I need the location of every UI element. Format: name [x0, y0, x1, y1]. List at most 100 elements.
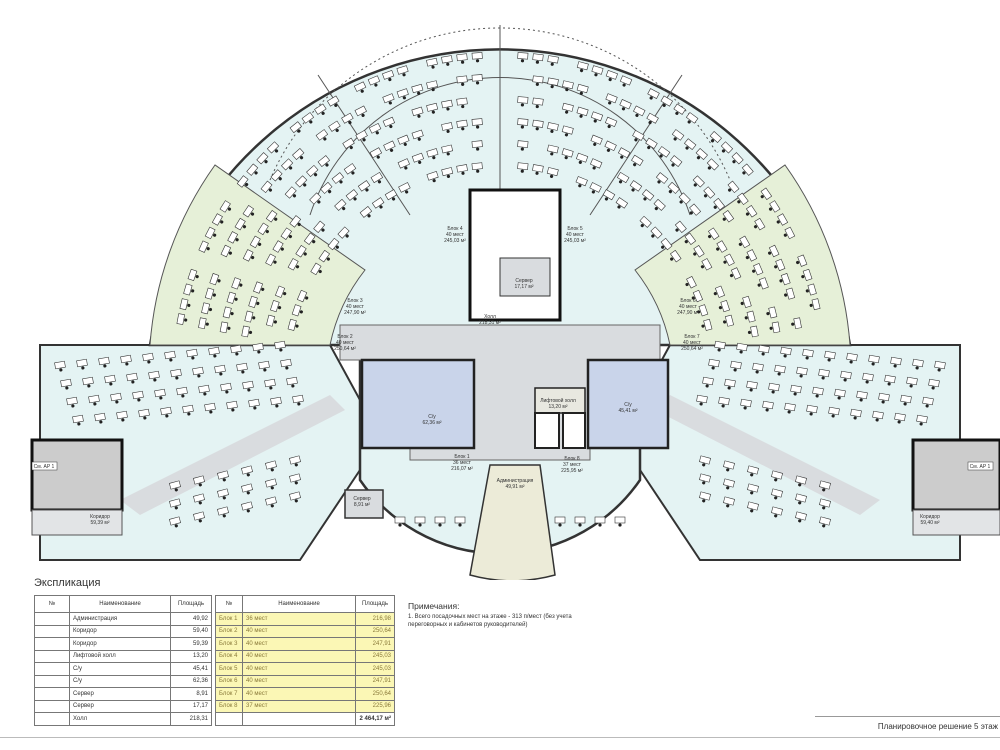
- cell-area: 225,96: [355, 699, 395, 713]
- desk: [554, 516, 566, 524]
- desk: [411, 152, 425, 163]
- chair: [783, 233, 787, 237]
- desk: [604, 140, 617, 152]
- chair: [446, 152, 450, 156]
- wc-left-room: [360, 358, 476, 450]
- chair: [227, 326, 231, 330]
- desk: [576, 61, 589, 71]
- desk: [617, 147, 631, 159]
- chair: [620, 155, 624, 159]
- chair: [701, 324, 705, 328]
- chair: [747, 330, 752, 335]
- chair: [476, 147, 480, 151]
- desk: [116, 410, 128, 420]
- chair: [550, 152, 554, 156]
- chair: [621, 107, 626, 111]
- desk: [170, 368, 182, 378]
- chair: [757, 283, 761, 287]
- chair: [418, 523, 422, 527]
- chair: [606, 148, 611, 152]
- chair: [279, 348, 283, 352]
- chair: [726, 486, 730, 490]
- chair: [297, 129, 301, 133]
- chair: [446, 129, 450, 133]
- chair: [657, 180, 661, 184]
- cell-area: 17,17: [170, 699, 212, 713]
- chair: [659, 154, 663, 158]
- chair: [579, 114, 583, 118]
- chair: [685, 146, 689, 150]
- desk: [546, 167, 559, 177]
- desk: [182, 404, 194, 414]
- chair: [203, 392, 207, 396]
- desk: [120, 354, 132, 364]
- desk: [670, 249, 682, 263]
- desk: [796, 366, 808, 376]
- chair: [270, 486, 274, 490]
- desk: [532, 119, 544, 128]
- chair: [771, 390, 775, 394]
- chair: [461, 127, 465, 131]
- chair: [256, 301, 260, 306]
- chair: [909, 384, 913, 388]
- notes-text: 1. Всего посадочных мест на этаже - 313 …: [408, 613, 572, 629]
- chair: [246, 473, 250, 477]
- desk: [256, 152, 269, 165]
- desk: [287, 258, 299, 271]
- chair: [831, 414, 835, 418]
- chair: [707, 166, 711, 170]
- chair: [404, 166, 408, 170]
- desk: [692, 289, 704, 303]
- cell-name: 40 мест: [242, 687, 356, 701]
- chair: [388, 77, 392, 82]
- chair: [598, 523, 602, 527]
- chair: [121, 418, 125, 422]
- chair: [303, 183, 307, 187]
- desk: [132, 390, 144, 400]
- chair: [195, 274, 199, 279]
- chair: [418, 160, 422, 164]
- block-3-zone: [149, 164, 366, 346]
- desk: [819, 480, 831, 490]
- chair: [198, 483, 202, 487]
- chair: [893, 364, 897, 368]
- chair: [738, 242, 742, 246]
- desk: [397, 158, 410, 169]
- chair: [853, 416, 857, 420]
- desk: [315, 129, 329, 141]
- chair: [708, 234, 712, 239]
- chair: [169, 358, 173, 362]
- chair: [228, 251, 232, 255]
- desk: [678, 192, 691, 205]
- server-room-top: [499, 257, 551, 297]
- desk: [320, 181, 333, 194]
- chair: [617, 205, 621, 209]
- chair: [209, 410, 213, 414]
- chair: [402, 96, 406, 100]
- chair: [843, 378, 847, 382]
- chair: [476, 125, 480, 129]
- desk: [441, 55, 453, 64]
- desk: [186, 348, 198, 358]
- desk: [699, 455, 711, 465]
- chair: [558, 523, 562, 527]
- chair: [859, 398, 863, 402]
- desk: [183, 283, 193, 296]
- chair: [265, 229, 269, 234]
- chair: [805, 289, 809, 293]
- desk: [758, 344, 770, 354]
- cell-area: 45,41: [170, 662, 212, 676]
- desk: [547, 77, 559, 86]
- chair: [351, 171, 355, 175]
- chair: [875, 418, 879, 422]
- desk: [795, 511, 807, 521]
